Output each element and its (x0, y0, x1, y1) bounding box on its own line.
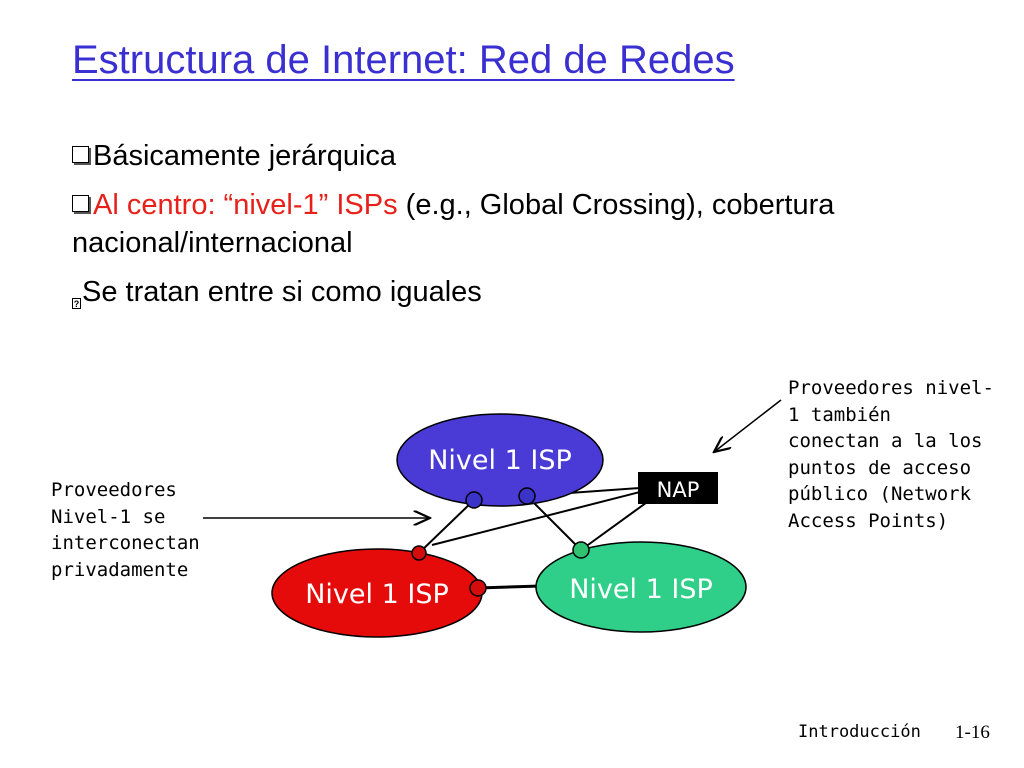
isp-right-label: Nivel 1 ISP (569, 574, 713, 605)
right-note: Proveedores nivel- 1 también conectan a … (788, 377, 994, 532)
nap-label: NAP (657, 478, 700, 502)
slide-title: Estructura de Internet: Red de Redes (72, 38, 735, 82)
router-node (518, 487, 536, 505)
bullet-text-highlight: Al centro: “nivel-1” ISPs (93, 189, 398, 221)
footer-section-label: Introducción (798, 722, 921, 742)
bullet-item: Al centro: “nivel-1” ISPs (e.g., Global … (72, 186, 992, 262)
left-note: Proveedores Nivel-1 se interconectan pri… (51, 479, 200, 581)
isp-node-right (535, 541, 747, 633)
link-line (526, 495, 582, 551)
checkbox-bullet-icon (72, 194, 89, 212)
link-line (418, 499, 475, 554)
page-number: 1-16 (955, 722, 990, 743)
nap-link-line (580, 499, 651, 551)
router-node (411, 545, 427, 561)
right-note-arrow (714, 399, 782, 452)
isp-top-label: Nivel 1 ISP (428, 445, 572, 476)
bullet-text: Se tratan entre si como iguales (82, 276, 482, 308)
link-line (477, 584, 542, 590)
router-node (572, 541, 590, 559)
bullet-text: Básicamente jerárquica (93, 140, 397, 172)
router-node (465, 491, 483, 509)
router-node (469, 579, 487, 597)
nap-box (638, 472, 718, 504)
bullet-item: ?Se tratan entre si como iguales (72, 273, 992, 311)
bullet-list: Básicamente jerárquica Al centro: “nivel… (72, 137, 992, 322)
isp-node-top (396, 413, 604, 507)
missing-glyph-icon: ? (72, 298, 81, 309)
bullet-text: (e.g., Global Crossing), cobertura nacio… (72, 189, 835, 259)
nap-link-line (431, 491, 641, 546)
checkbox-bullet-icon (72, 145, 89, 163)
isp-left-label: Nivel 1 ISP (305, 579, 449, 610)
bullet-item: Básicamente jerárquica (72, 137, 992, 175)
